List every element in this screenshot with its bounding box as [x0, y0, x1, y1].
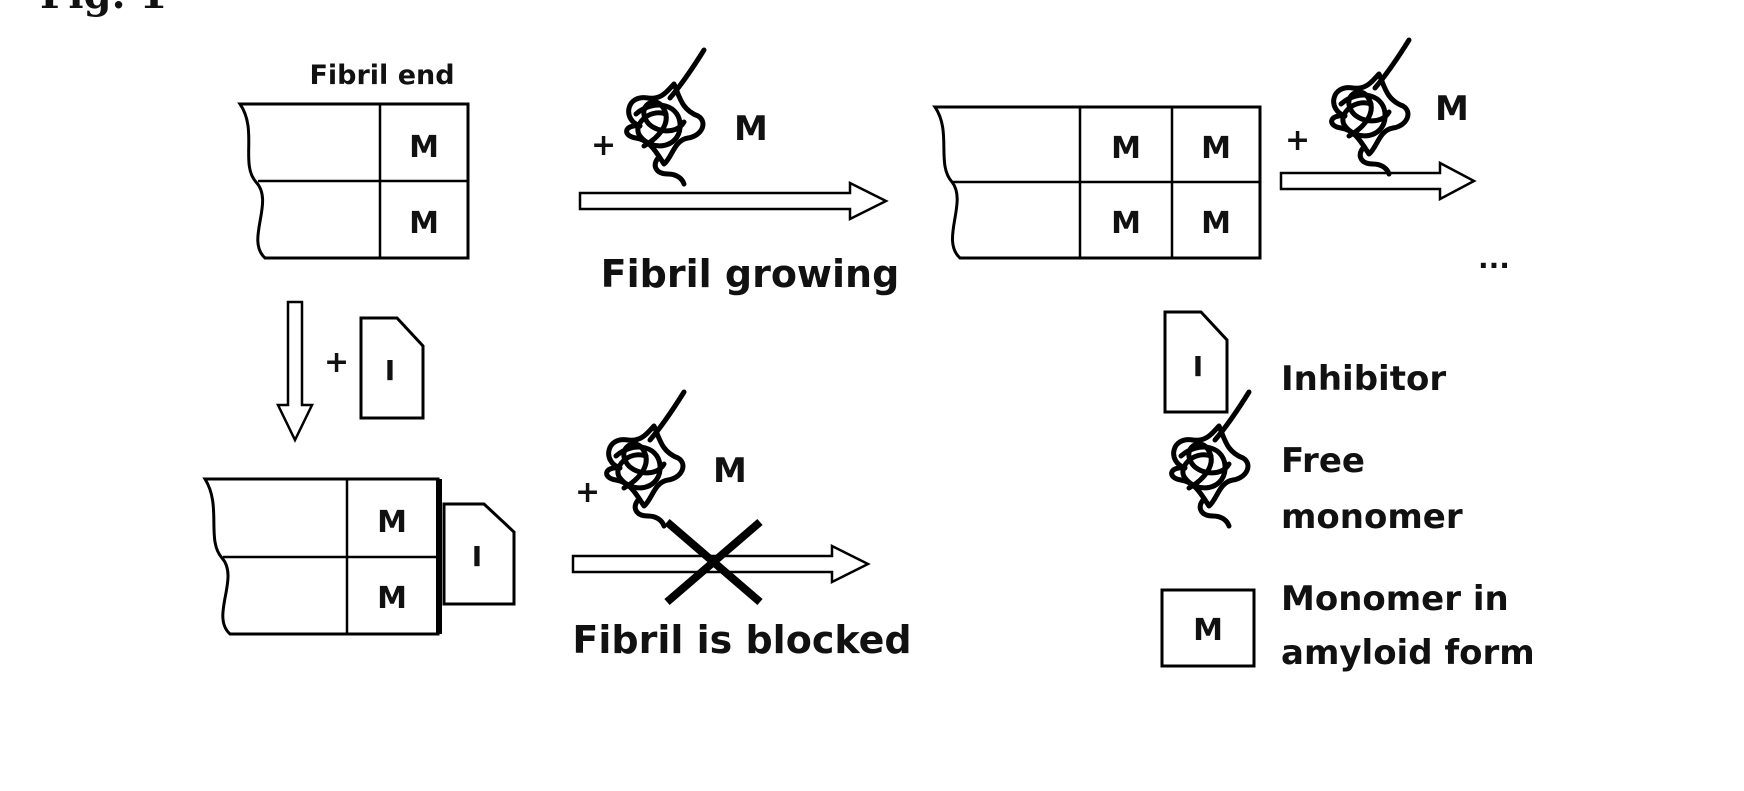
continue-growing-arrow	[1281, 163, 1474, 199]
monomer-label: M	[1193, 613, 1223, 648]
monomer-label: M	[1201, 131, 1231, 166]
free-monomer-icon	[627, 50, 704, 184]
ellipsis: ...	[1478, 242, 1510, 275]
blocked-fibril: M M	[205, 479, 439, 634]
legend-free-monomer-line1: Free	[1281, 441, 1365, 481]
monomer-label: M	[1111, 206, 1141, 241]
monomer-label: M	[1111, 131, 1141, 166]
bound-inhibitor: I	[444, 504, 514, 604]
figure-label: Fig. 1	[40, 0, 167, 18]
plus-sign: +	[1285, 123, 1310, 158]
monomer-label: M	[409, 130, 439, 165]
legend: I Inhibitor Free monomer M Monomer in am…	[1162, 312, 1535, 673]
monomer-label: M	[1435, 89, 1469, 129]
plus-sign: +	[324, 345, 349, 380]
inhibitor-binding-arrow	[278, 302, 312, 440]
plus-sign: +	[575, 475, 600, 510]
monomer-label: M	[377, 581, 407, 616]
blocked-cross-icon	[667, 522, 760, 602]
legend-amyloid-monomer-line1: Monomer in	[1281, 579, 1509, 619]
growing-label: Fibril growing	[601, 252, 900, 296]
fibril-end-label: Fibril end	[309, 60, 454, 91]
monomer-label: M	[377, 505, 407, 540]
initial-fibril: M M	[240, 104, 468, 258]
inhibitor-label: I	[385, 354, 395, 387]
monomer-label: M	[734, 109, 768, 149]
monomer-label: M	[713, 451, 747, 491]
free-monomer-icon	[607, 392, 684, 526]
inhibitor-label: I	[472, 540, 482, 573]
inhibitor-label: I	[1193, 350, 1203, 383]
monomer-label: M	[1201, 206, 1231, 241]
legend-amyloid-monomer-line2: amyloid form	[1281, 633, 1535, 673]
free-monomer-icon	[1332, 40, 1409, 174]
monomer-label: M	[409, 206, 439, 241]
grown-fibril: M M M M	[935, 107, 1260, 258]
blocked-label: Fibril is blocked	[572, 618, 911, 662]
legend-inhibitor-text: Inhibitor	[1281, 359, 1446, 399]
growing-arrow	[580, 183, 886, 219]
plus-sign: +	[591, 128, 616, 163]
legend-free-monomer-line2: monomer	[1281, 497, 1463, 537]
